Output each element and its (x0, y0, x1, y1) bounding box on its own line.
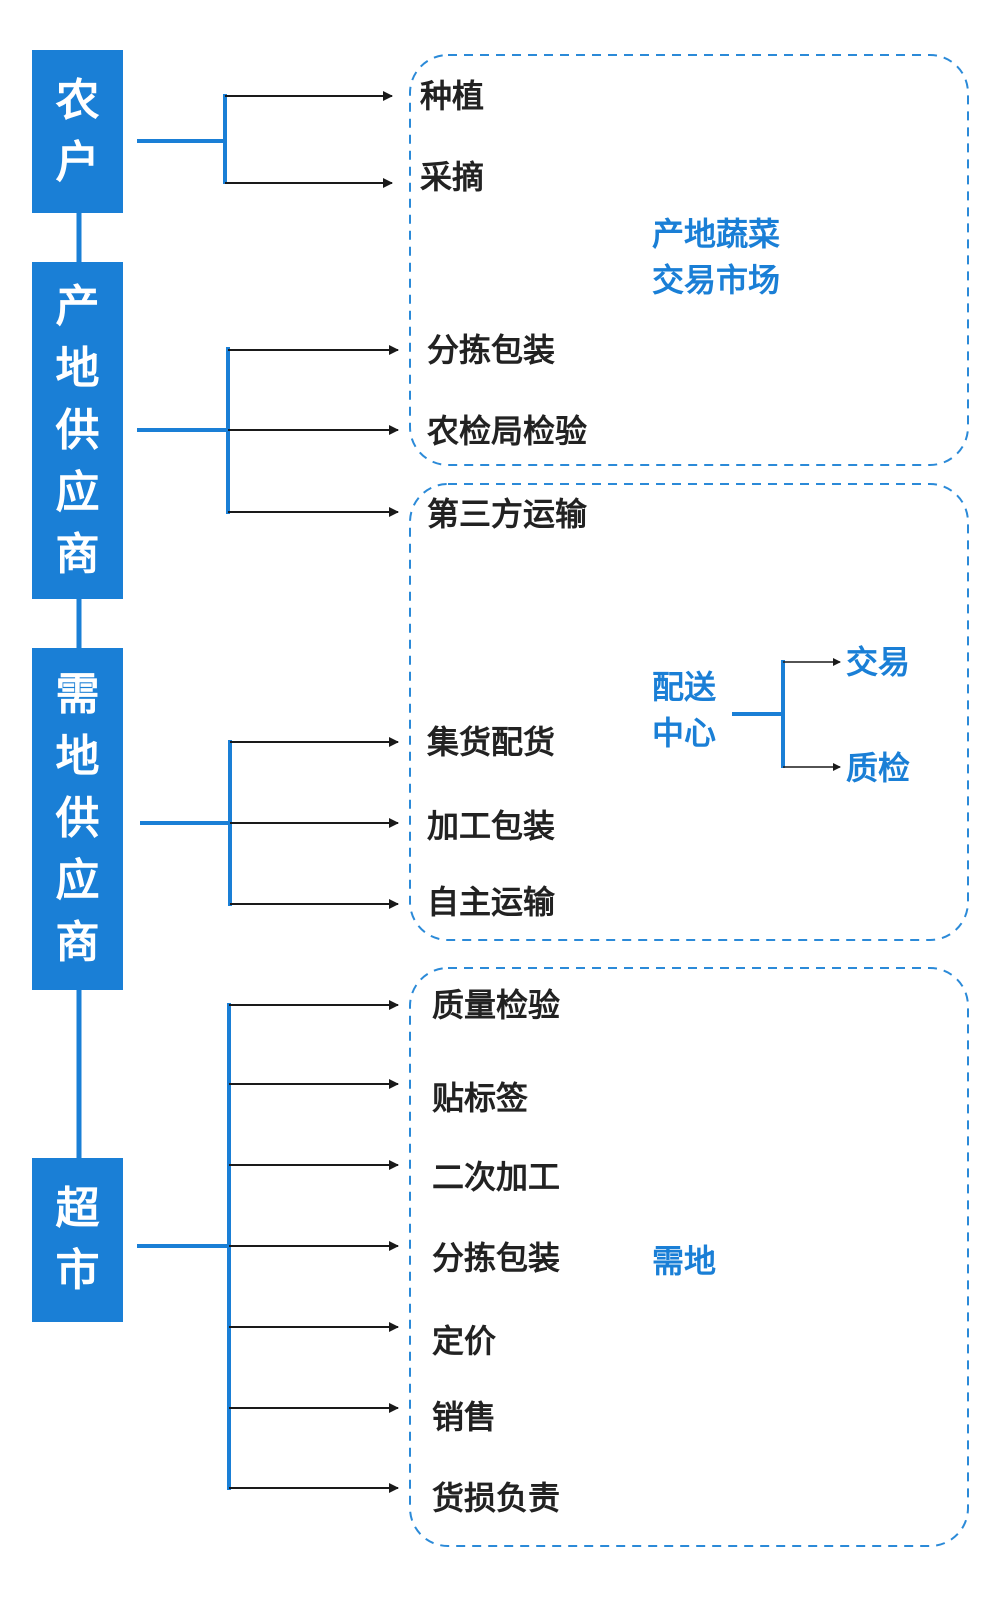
step-self-transport: 自主运输 (427, 883, 556, 921)
step-labeling: 贴标签 (432, 1079, 529, 1117)
actor-farmer-label: 农户 (55, 74, 100, 188)
distribution-center-connector (732, 658, 841, 771)
farmer-connector (137, 91, 393, 188)
actor-origin-supplier-label: 产地供应商 (55, 280, 100, 580)
step-sales: 销售 (432, 1398, 497, 1436)
step-inspection: 农检局检验 (427, 412, 588, 450)
step-sort-pack: 分拣包装 (427, 331, 556, 369)
actor-demand-supplier: 需地供应商 (32, 648, 123, 990)
step-secondary-processing: 二次加工 (432, 1158, 561, 1196)
actor-demand-supplier-label: 需地供应商 (55, 669, 100, 968)
step-damage: 货损负责 (432, 1479, 561, 1517)
step-sort-pack-2: 分拣包装 (432, 1239, 561, 1277)
step-pricing: 定价 (432, 1322, 497, 1360)
zone-label-demand-area: 需地 (652, 1242, 717, 1280)
origin-supplier-connector (137, 345, 399, 517)
actor-supermarket: 超市 (32, 1158, 123, 1322)
supermarket-connector (137, 1000, 399, 1493)
step-consolidation: 集货配货 (427, 723, 556, 761)
zone-frame-distribution-center (409, 483, 969, 941)
demand-supplier-connector (140, 737, 399, 909)
zone-frame-origin-market (409, 54, 969, 466)
step-processing-pack: 加工包装 (427, 807, 556, 845)
step-quality-check: 质量检验 (432, 986, 561, 1024)
step-picking: 采摘 (420, 158, 485, 196)
zone-frame-demand-area (409, 967, 969, 1547)
actor-supermarket-label: 超市 (55, 1183, 100, 1296)
actor-origin-supplier: 产地供应商 (32, 262, 123, 599)
step-planting: 种植 (420, 77, 485, 115)
zone-label-distribution-center: 配送 中心 (652, 668, 717, 752)
actor-farmer: 农户 (32, 50, 123, 213)
zone-label-origin-market: 产地蔬菜 交易市场 (652, 215, 781, 299)
branch-label-trade: 交易 (846, 643, 911, 681)
branch-label-qc: 质检 (846, 749, 911, 787)
step-third-party-transport: 第三方运输 (427, 495, 588, 533)
